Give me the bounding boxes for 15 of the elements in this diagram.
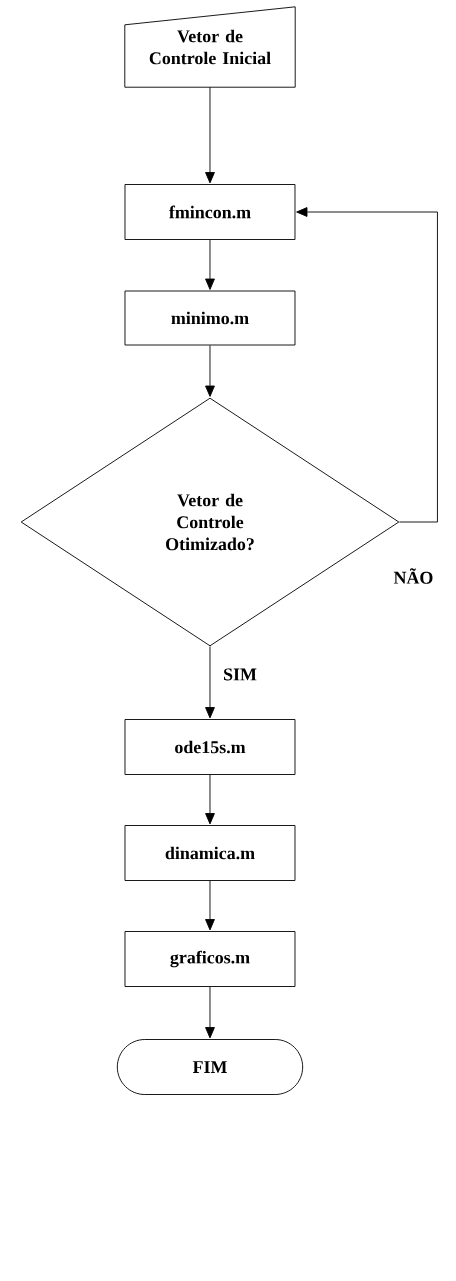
- arrow: [205, 86, 215, 184]
- process-box: ode15s.m: [124, 719, 296, 775]
- arrow: [205, 774, 215, 825]
- edge-label: SIM: [222, 667, 258, 682]
- manual-input-box: Vetor de Controle Inicial: [124, 6, 296, 88]
- arrow: [205, 880, 215, 931]
- arrow: [296, 207, 438, 523]
- arrow: [205, 986, 215, 1039]
- arrow: [205, 239, 215, 290]
- arrow: [205, 345, 215, 397]
- process-box: minimo.m: [124, 290, 296, 346]
- process-box: dinamica.m: [124, 825, 296, 881]
- process-box: fmincon.m: [124, 184, 296, 240]
- arrow: [205, 646, 215, 719]
- process-box: graficos.m: [124, 931, 296, 987]
